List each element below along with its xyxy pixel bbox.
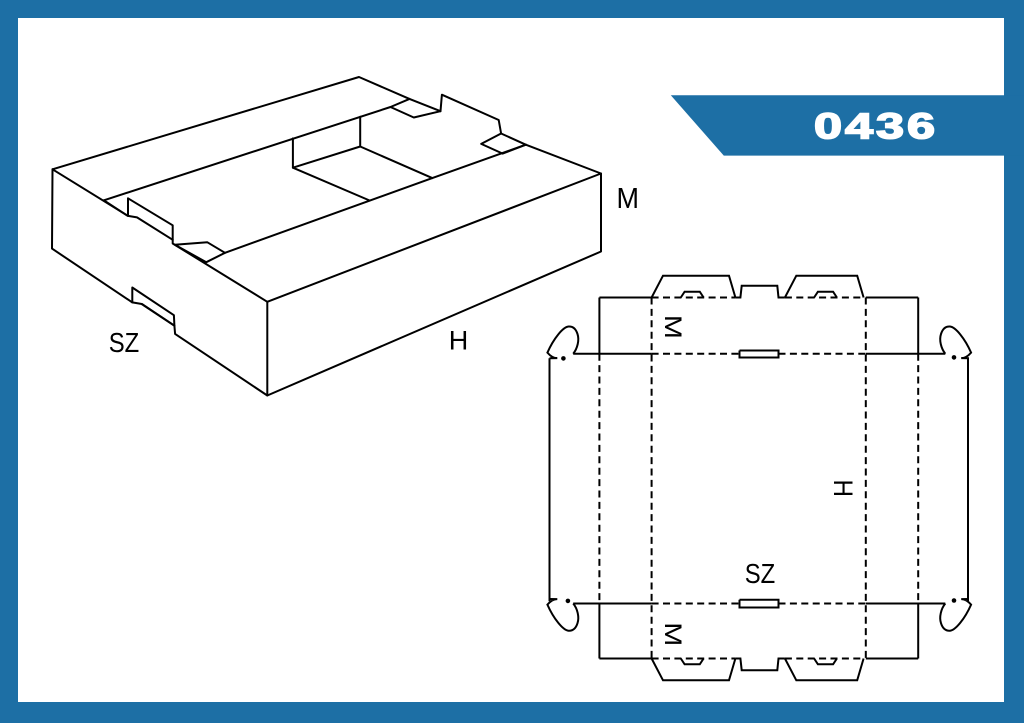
svg-text:M: M (617, 183, 640, 215)
svg-text:SZ: SZ (109, 327, 140, 358)
svg-text:0436: 0436 (814, 106, 938, 146)
svg-text:M: M (659, 622, 686, 646)
svg-text:H: H (828, 479, 858, 497)
svg-text:M: M (659, 315, 686, 339)
svg-text:SZ: SZ (745, 558, 776, 589)
svg-text:H: H (449, 326, 469, 356)
